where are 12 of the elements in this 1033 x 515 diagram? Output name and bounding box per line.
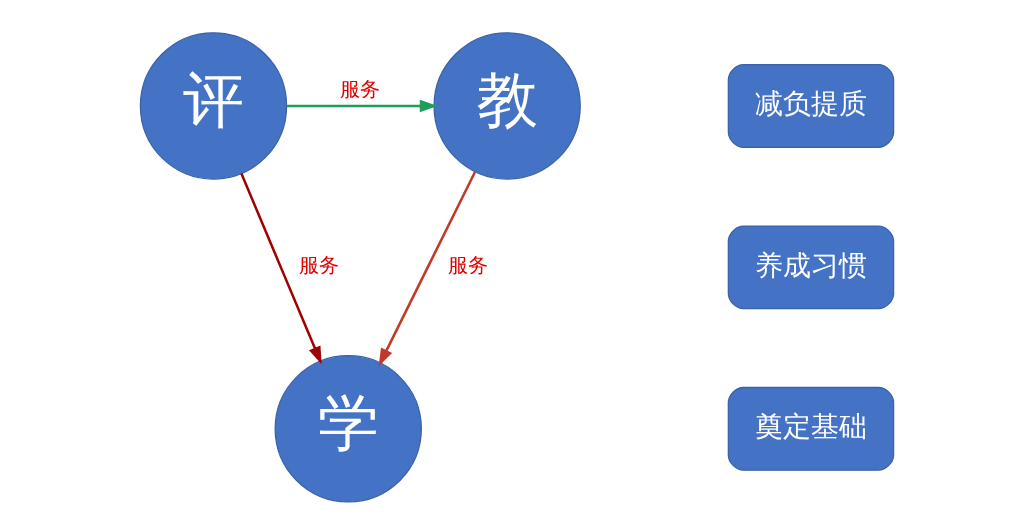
node-box: 减负提质 (727, 63, 894, 148)
arrow (286, 99, 438, 112)
edge-label: 服务 (298, 252, 339, 277)
node-circle: 评 (139, 31, 287, 180)
node-box: 养成习惯 (727, 224, 894, 309)
arrow (378, 170, 476, 366)
node-circle: 学 (274, 354, 422, 503)
node-circle: 教 (432, 31, 581, 180)
edge-label: 服务 (447, 252, 488, 277)
edge-label: 服务 (339, 76, 380, 101)
arrow (239, 172, 322, 364)
node-box: 奠定基础 (727, 386, 894, 471)
